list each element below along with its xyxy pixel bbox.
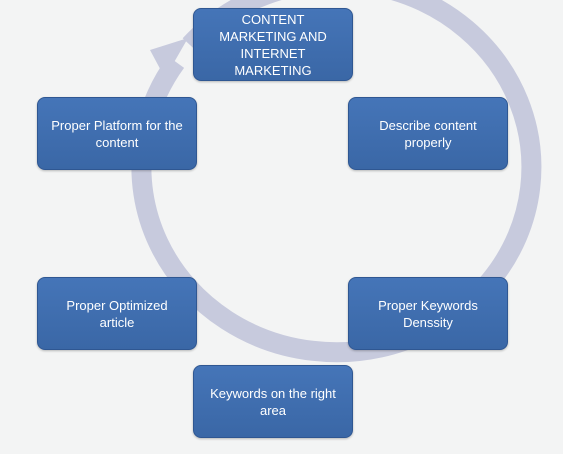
node-content-marketing: CONTENT MARKETING AND INTERNET MARKETING: [193, 8, 353, 81]
node-label: Proper Platform for the content: [51, 117, 183, 150]
node-optimized-article: Proper Optimized article: [37, 277, 197, 350]
node-label: CONTENT MARKETING AND INTERNET MARKETING: [219, 11, 327, 78]
node-keywords-density: Proper Keywords Denssity: [348, 277, 508, 350]
cycle-arrowhead: [150, 38, 188, 78]
node-proper-platform: Proper Platform for the content: [37, 97, 197, 170]
node-describe-content: Describe content properly: [348, 97, 508, 170]
node-label: Describe content properly: [379, 117, 477, 150]
node-label: Keywords on the right area: [210, 385, 336, 418]
node-label: Proper Optimized article: [66, 297, 168, 330]
node-keywords-right-area: Keywords on the right area: [193, 365, 353, 438]
node-label: Proper Keywords Denssity: [378, 297, 478, 330]
